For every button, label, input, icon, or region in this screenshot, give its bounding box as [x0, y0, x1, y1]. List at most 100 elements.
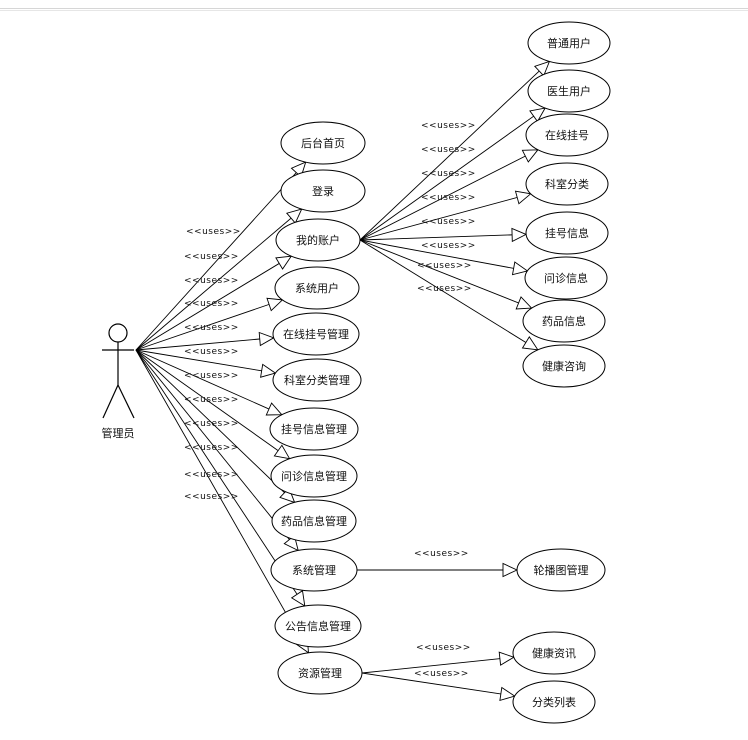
- use-case-admin-7-label: 问诊信息管理: [281, 469, 347, 483]
- admin-11-line: [135, 349, 309, 654]
- account-7-line: [359, 239, 539, 351]
- use-case-account-0-ellipse: [527, 21, 611, 65]
- account-4-line: [359, 233, 527, 241]
- actor-name: 管理员: [102, 426, 135, 440]
- account-7-arrowhead: [521, 336, 539, 351]
- use-case-account-1-ellipse: [527, 69, 611, 113]
- account-7-uses-label: <<uses>>: [417, 284, 472, 294]
- use-case-system-0-ellipse: [516, 548, 606, 592]
- admin-7-uses-label: <<uses>>: [184, 395, 239, 405]
- admin-11-uses-label: <<uses>>: [184, 492, 239, 502]
- resource-1-line: [361, 672, 515, 697]
- account-0-line: [359, 61, 550, 241]
- use-case-resource-0-label: 健康资讯: [532, 646, 576, 660]
- use-case-admin-7-ellipse: [270, 454, 358, 498]
- actor-admin: 管理员: [102, 323, 135, 440]
- use-case-account-2-ellipse: [525, 113, 609, 157]
- resource-0-arrowhead: [498, 651, 515, 666]
- admin-4-line: [135, 337, 274, 351]
- relationship-lines: [135, 60, 551, 702]
- admin-5-arrowhead: [260, 363, 277, 378]
- use-case-admin-4-label: 在线挂号管理: [283, 327, 349, 341]
- admin-6-line: [135, 349, 282, 416]
- use-case-admin-11-ellipse: [277, 651, 363, 695]
- resource-0-uses-label: <<uses>>: [416, 643, 471, 653]
- account-3-line: [359, 193, 531, 241]
- use-case-admin-6-ellipse: [269, 407, 359, 451]
- use-case-account-5-label: 问诊信息: [544, 271, 588, 285]
- account-3-uses-label: <<uses>>: [421, 193, 476, 203]
- admin-7-arrowhead: [273, 444, 291, 460]
- admin-6-uses-label: <<uses>>: [184, 371, 239, 381]
- account-6-uses-label: <<uses>>: [417, 261, 472, 271]
- resource-0-line: [361, 656, 514, 674]
- use-case-admin-5-ellipse: [272, 358, 362, 402]
- use-case-resource-0-ellipse: [512, 631, 596, 675]
- account-2-uses-label: <<uses>>: [421, 169, 476, 179]
- admin-4-arrowhead: [258, 331, 275, 347]
- account-5-arrowhead: [511, 261, 529, 276]
- account-2-line: [359, 149, 539, 241]
- account-2-arrowhead: [521, 149, 539, 163]
- use-case-account-3-ellipse: [525, 162, 609, 206]
- uses-labels: <<uses>> <<uses>> <<uses>> <<uses>> <<uses>>…: [184, 121, 476, 679]
- use-case-admin-2-label: 我的账户: [296, 233, 340, 247]
- use-case-admin-9-label: 系统管理: [292, 563, 336, 577]
- use-case-account-6-label: 药品信息: [542, 314, 586, 328]
- system-0-arrowhead: [502, 562, 519, 578]
- admin-2-uses-label: <<uses>>: [184, 276, 239, 286]
- admin-10-arrowhead: [290, 589, 306, 607]
- admin-1-uses-label: <<uses>>: [184, 252, 239, 262]
- page-top-rule: [0, 8, 748, 9]
- admin-4-uses-label: <<uses>>: [184, 323, 239, 333]
- admin-0-uses-label: <<uses>>: [186, 227, 241, 237]
- use-case-admin-0-ellipse: [280, 121, 366, 165]
- admin-8-line: [135, 349, 295, 503]
- account-6-line: [359, 239, 532, 309]
- account-1-line: [359, 107, 546, 241]
- admin-0-line: [135, 161, 307, 351]
- account-0-uses-label: <<uses>>: [421, 121, 476, 131]
- account-5-uses-label: <<uses>>: [421, 241, 476, 251]
- use-case-admin-3-label: 系统用户: [295, 281, 339, 295]
- admin-1-line: [135, 208, 303, 351]
- use-case-account-3-label: 科室分类: [545, 177, 589, 191]
- account-1-uses-label: <<uses>>: [421, 145, 476, 155]
- admin-10-uses-label: <<uses>>: [184, 470, 239, 480]
- use-case-admin-9-ellipse: [270, 548, 358, 592]
- use-case-admin-10-label: 公告信息管理: [285, 619, 351, 633]
- use-case-account-7-label: 健康咨询: [542, 359, 586, 373]
- system-0-uses-label: <<uses>>: [414, 549, 469, 559]
- admin-3-arrowhead: [266, 297, 284, 312]
- admin-2-line: [135, 255, 292, 351]
- page-top-rule-shadow: [0, 10, 748, 11]
- account-3-arrowhead: [514, 190, 532, 205]
- use-case-admin-5-label: 科室分类管理: [284, 373, 350, 387]
- use-case-admin-1-label: 登录: [312, 184, 334, 198]
- use-case-admin-2-ellipse: [275, 218, 361, 262]
- use-case-admin-8-label: 药品信息管理: [281, 514, 347, 528]
- use-case-system-0-label: 轮播图管理: [534, 563, 589, 577]
- resource-1-arrowhead: [499, 686, 516, 702]
- admin-6-arrowhead: [265, 402, 283, 416]
- use-case-admin-8-ellipse: [271, 499, 357, 543]
- use-case-admin-4-ellipse: [272, 312, 360, 356]
- use-case-admin-1-ellipse: [280, 169, 366, 213]
- use-case-admin-10-ellipse: [274, 604, 362, 648]
- use-case-account-0-label: 普通用户: [547, 36, 591, 50]
- admin-3-line: [135, 299, 283, 351]
- use-case-resource-1-label: 分类列表: [532, 695, 576, 709]
- admin-5-line: [135, 349, 276, 374]
- account-1-arrowhead: [529, 107, 546, 123]
- admin-9-uses-label: <<uses>>: [184, 443, 239, 453]
- use-case-account-4-label: 挂号信息: [545, 226, 589, 240]
- use-case-admin-11-label: 资源管理: [298, 666, 342, 680]
- use-case-account-1-label: 医生用户: [547, 84, 591, 98]
- use-case-admin-0-label: 后台首页: [301, 136, 345, 150]
- admin-2-arrowhead: [275, 255, 293, 270]
- account-4-arrowhead: [511, 227, 528, 243]
- admin-1-arrowhead: [285, 208, 303, 224]
- admin-9-line: [135, 349, 299, 551]
- admin-5-uses-label: <<uses>>: [184, 347, 239, 357]
